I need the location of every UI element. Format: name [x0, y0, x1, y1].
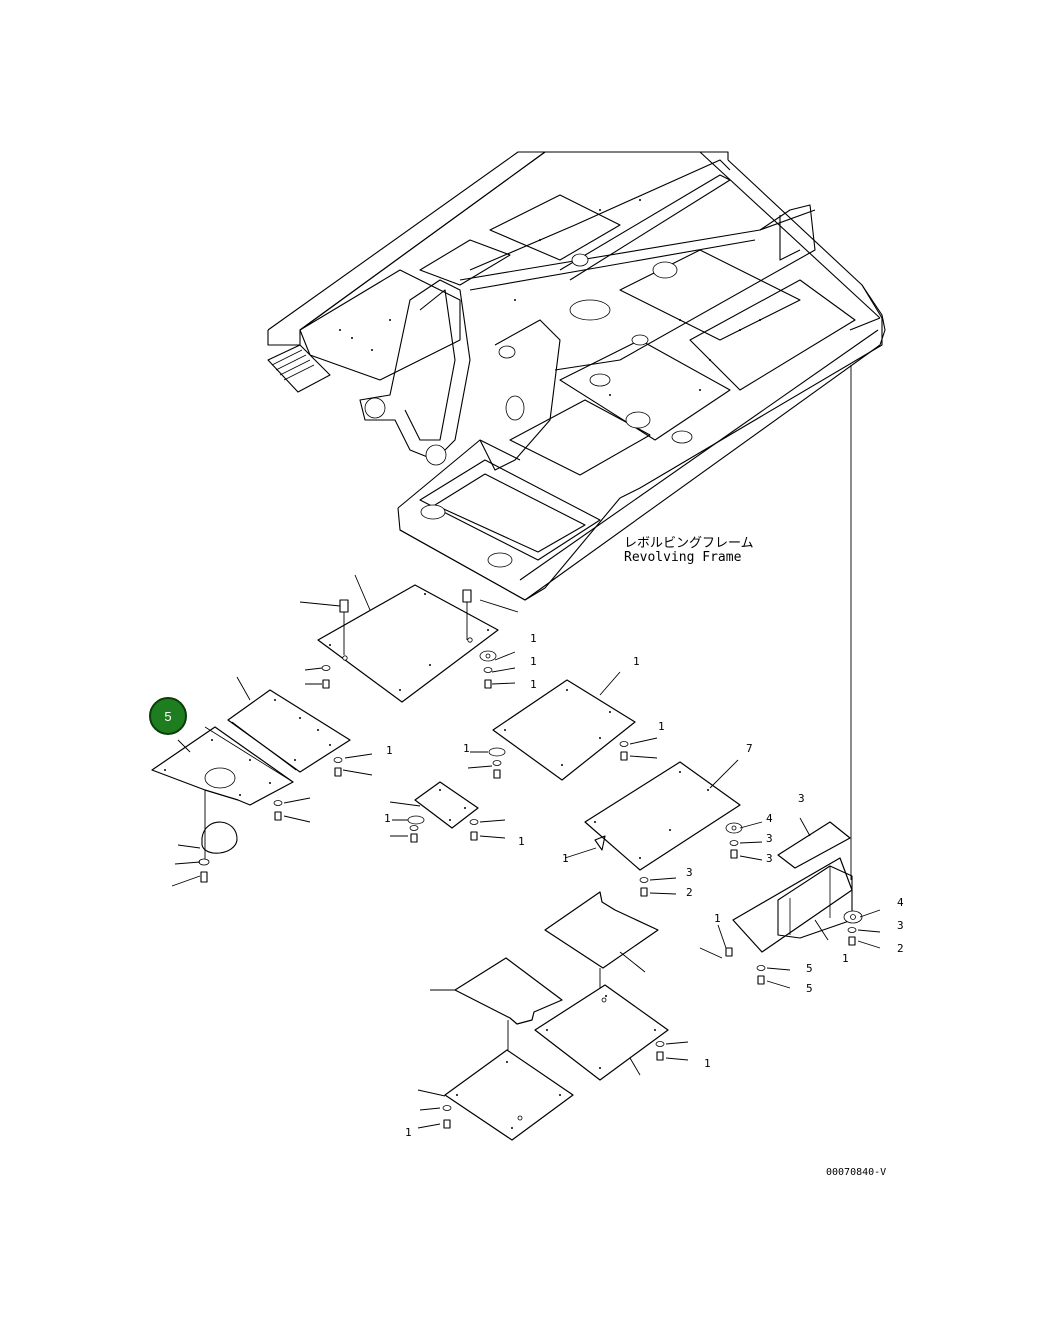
- callout-1-d: 1: [386, 744, 393, 757]
- callout-5-b: 5: [806, 982, 813, 995]
- callout-1-l: 1: [704, 1057, 711, 1070]
- callout-3-a: 3: [798, 792, 805, 805]
- cover-right-box[interactable]: [699, 817, 881, 989]
- cover-lower-left[interactable]: [417, 1049, 574, 1141]
- callout-4-b: 4: [897, 896, 904, 909]
- callout-3-c: 3: [766, 852, 773, 865]
- callout-1-m: 1: [405, 1126, 412, 1139]
- callout-1-g: 1: [633, 655, 640, 668]
- callout-1-b: 1: [530, 655, 537, 668]
- callout-3-b: 3: [766, 832, 773, 845]
- callout-2-a: 2: [686, 886, 693, 899]
- callout-1-f: 1: [518, 835, 525, 848]
- callout-4-a: 4: [766, 812, 773, 825]
- cover-lower-right[interactable]: [534, 984, 689, 1081]
- callout-7: 7: [746, 742, 753, 755]
- callout-1-c: 1: [530, 678, 537, 691]
- revolving-frame[interactable]: [267, 151, 886, 880]
- callout-1-i: 1: [658, 720, 665, 733]
- callout-1-h: 1: [463, 742, 470, 755]
- callout-1-j: 1: [562, 852, 569, 865]
- callout-1-k: 1: [714, 912, 721, 925]
- callout-3-e: 3: [897, 919, 904, 932]
- cover-selected-5[interactable]: [151, 726, 311, 887]
- cover-center[interactable]: [467, 671, 658, 781]
- frame-label-jp: レボルビングフレーム: [624, 536, 754, 551]
- callout-2-b: 2: [897, 942, 904, 955]
- callout-3-f: 1: [842, 952, 849, 965]
- cover-right-large[interactable]: [564, 759, 763, 897]
- callout-5-number: 5: [164, 709, 171, 724]
- callout-1-a: 1: [530, 632, 537, 645]
- frame-label-en: Revolving Frame: [624, 550, 742, 565]
- callout-5-badge[interactable]: 5: [149, 697, 187, 735]
- callout-5-a: 5: [806, 962, 813, 975]
- drawing-code: 00070840-V: [826, 1167, 886, 1178]
- cover-small-middle[interactable]: [389, 781, 506, 843]
- cover-upper-middle[interactable]: [299, 574, 519, 703]
- callout-1-e: 1: [384, 812, 391, 825]
- cover-left-upper[interactable]: [227, 676, 373, 777]
- callout-3-d: 3: [686, 866, 693, 879]
